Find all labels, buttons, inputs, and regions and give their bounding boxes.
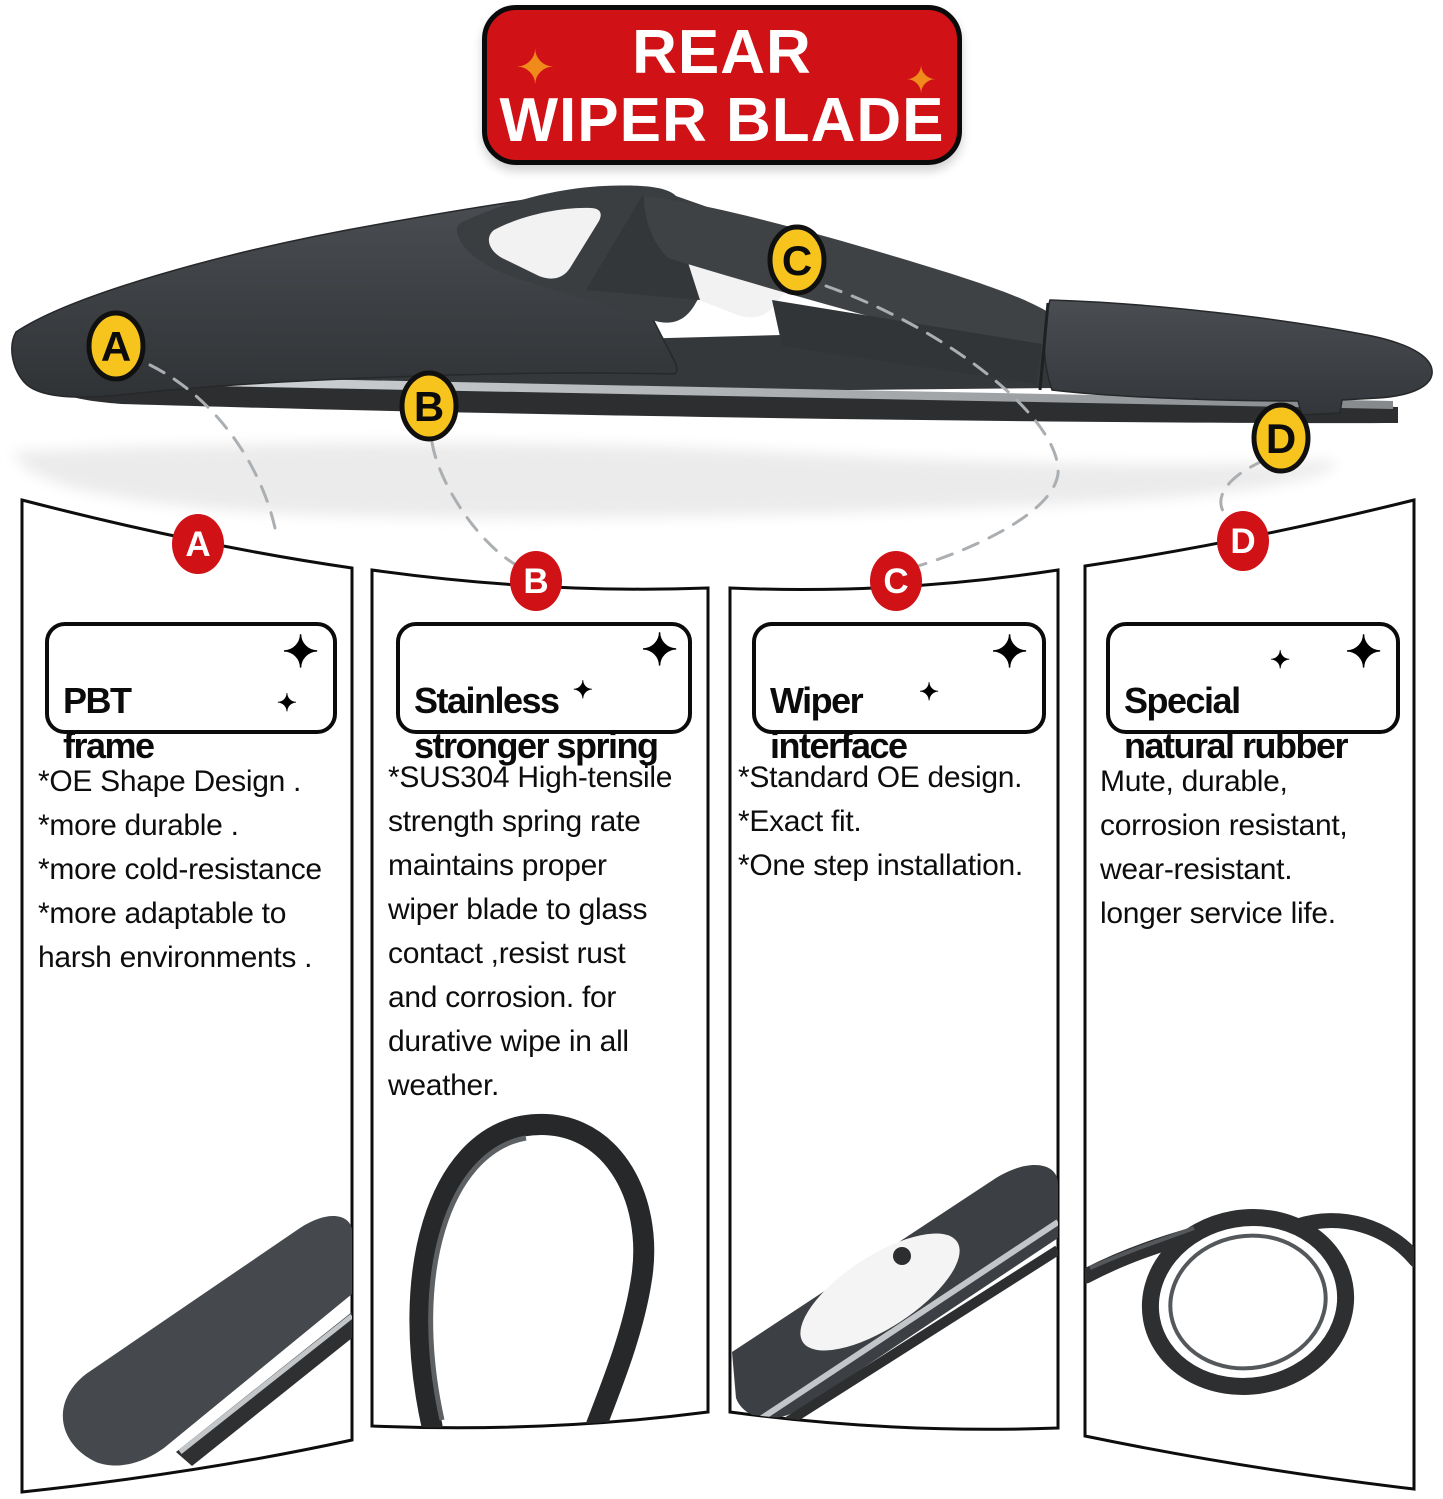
panel-b-photo-spring-band xyxy=(409,1114,655,1428)
coil-ring-highlight xyxy=(1168,1233,1328,1371)
badge-a-letter: A xyxy=(185,525,210,564)
sparkle-icon: ✦ xyxy=(991,628,1028,677)
interface-metal-strip xyxy=(754,1219,1058,1425)
coil-tail-highlight xyxy=(1089,1226,1195,1270)
sparkle-icon: ✦ xyxy=(572,676,593,704)
feature-title-box-a: PBT frame ✦ ✦ xyxy=(45,622,337,766)
badge-d-letter: D xyxy=(1230,522,1255,561)
panel-letter-badges: A B C D xyxy=(172,511,1269,611)
blade-right-segment xyxy=(1043,299,1433,416)
feature-title-box-b: Stainless stronger spring ✦ ✦ xyxy=(396,622,692,766)
feature-title-box-c: Wiper interface ✦ ✦ xyxy=(752,622,1046,766)
leader-a xyxy=(148,363,277,530)
feature-body-b: *SUS304 High-tensile strength spring rat… xyxy=(388,761,673,1102)
leader-c xyxy=(824,284,1060,568)
callout-d xyxy=(1251,402,1311,474)
coil-tail-left xyxy=(1085,1226,1204,1284)
panel-a-photo-wiper-end-cap xyxy=(62,1215,352,1466)
spring-band-highlight xyxy=(428,1135,527,1421)
sparkle-icon: ✦ xyxy=(282,628,319,677)
callout-a xyxy=(86,310,146,382)
feature-body-a: *OE Shape Design . *more durable . *more… xyxy=(38,765,322,974)
callout-c xyxy=(767,224,827,296)
coil-ring xyxy=(1141,1209,1355,1395)
blade-reflection-shadow xyxy=(14,442,1336,518)
feature-title-c: Wiper interface xyxy=(770,680,908,766)
badge-d xyxy=(1217,511,1269,571)
panel-d-photo-rubber-coil xyxy=(1085,1209,1414,1395)
end-cap-shape xyxy=(62,1215,352,1466)
end-cap-metal xyxy=(178,1314,352,1454)
callout-b-letter: B xyxy=(414,383,444,430)
sparkle-icon: ✦ xyxy=(1270,647,1291,674)
product-callouts: A B C D xyxy=(86,224,1311,474)
badge-a xyxy=(172,514,224,574)
feature-body-d: Mute, durable, corrosion resistant, wear… xyxy=(1100,765,1348,930)
feature-body-c: *Standard OE design. *Exact fit. *One st… xyxy=(738,761,1023,882)
badge-b xyxy=(510,551,562,611)
spring-band-arc xyxy=(409,1114,655,1428)
sparkle-icon: ✦ xyxy=(905,60,937,102)
sparkle-icon: ✦ xyxy=(919,678,940,706)
interface-slot-hole xyxy=(800,1233,960,1351)
banner-title-line1: REAR xyxy=(632,18,812,87)
rubber-strip xyxy=(52,382,1398,424)
banner-title-line2: WIPER BLADE xyxy=(499,86,945,155)
feature-title-d: Special natural rubber xyxy=(1124,680,1349,766)
badge-c xyxy=(870,551,922,611)
blade-arm xyxy=(644,196,1066,351)
leader-b xyxy=(430,440,520,568)
coil-tail-right xyxy=(1290,1213,1414,1268)
callout-d-letter: D xyxy=(1266,415,1296,462)
feature-title-box-d: Special natural rubber ✦ ✦ xyxy=(1106,622,1400,766)
badge-c-letter: C xyxy=(883,562,908,601)
callout-a-letter: A xyxy=(101,323,131,370)
sparkle-icon: ✦ xyxy=(1345,628,1382,677)
panel-a-outline xyxy=(20,498,354,1494)
callout-c-letter: C xyxy=(782,237,812,284)
feature-title-a: PBT frame xyxy=(63,680,155,766)
sparkle-icon: ✦ xyxy=(641,626,678,675)
interface-rubber-strip xyxy=(759,1245,1058,1430)
sparkle-icon: ✦ xyxy=(515,42,556,95)
mount-cutout-hole xyxy=(488,207,601,279)
feature-title-b: Stainless stronger spring xyxy=(414,680,659,766)
callout-b xyxy=(399,370,459,442)
wiper-blade-photo xyxy=(11,185,1433,424)
badge-b-letter: B xyxy=(523,562,548,601)
title-banner: ✦ REAR WIPER BLADE ✦ xyxy=(482,5,962,165)
segment-seam xyxy=(1038,302,1050,391)
panel-b-outline xyxy=(370,568,710,1430)
panel-c-photo-interface xyxy=(732,1165,1058,1430)
sparkle-icon: ✦ xyxy=(276,690,297,717)
interface-pin xyxy=(893,1247,911,1265)
